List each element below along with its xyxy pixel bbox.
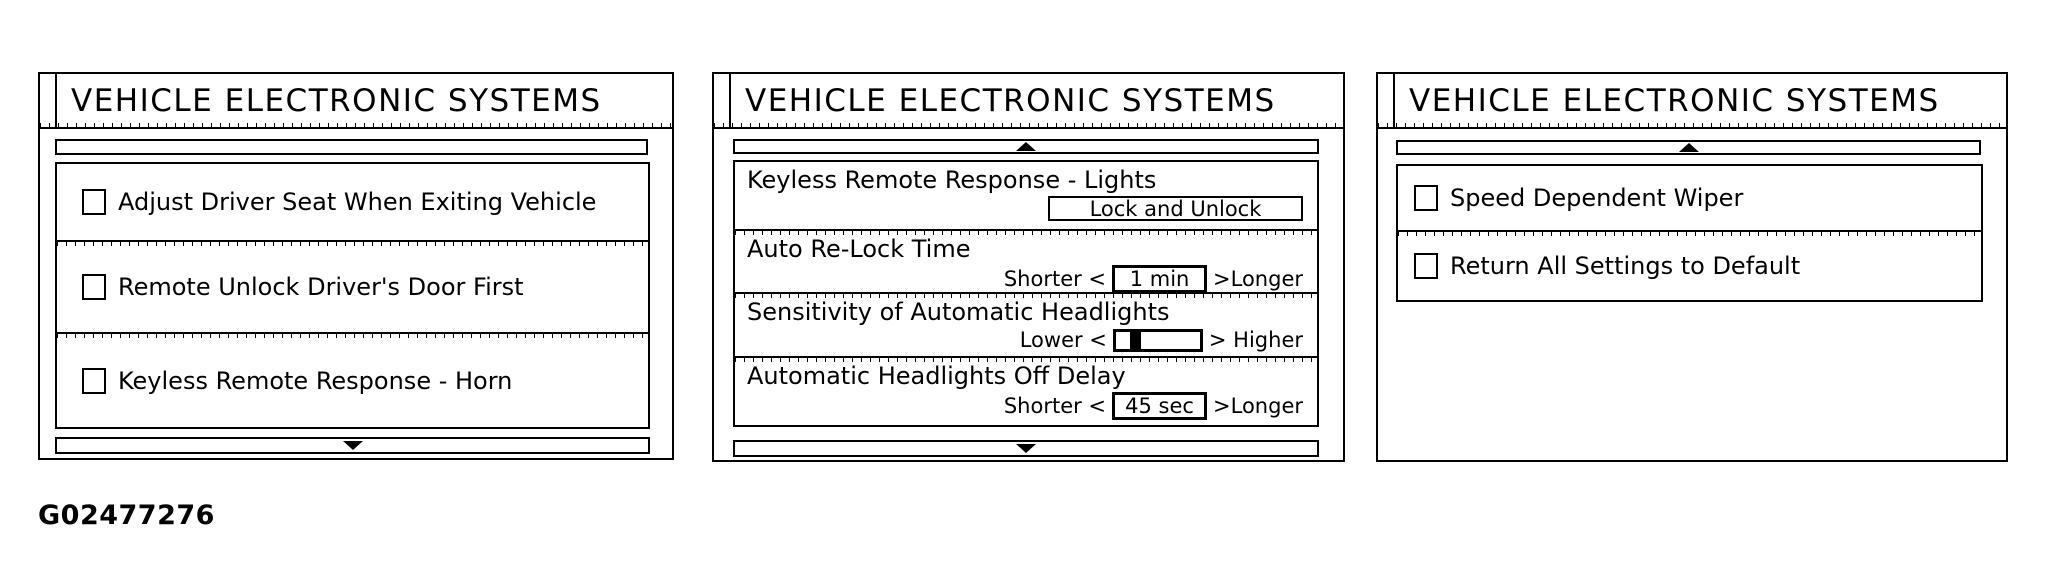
- checkbox[interactable]: [1414, 253, 1438, 279]
- panel-vehicle-electronic-systems-page2: VEHICLE ELECTRONIC SYSTEMS Keyless Remot…: [712, 72, 1345, 462]
- scroll-down-track[interactable]: [55, 437, 650, 454]
- longer-increase-label: >Longer: [1213, 394, 1303, 418]
- setting-label: Keyless Remote Response - Lights: [747, 166, 1157, 194]
- higher-increase-label: > Higher: [1208, 328, 1303, 352]
- setting-row-headlights-off-delay: Automatic Headlights Off Delay Shorter <…: [735, 356, 1317, 425]
- setting-row-remote-unlock-door[interactable]: Remote Unlock Driver's Door First: [57, 240, 648, 332]
- headlights-off-delay-value[interactable]: 45 sec: [1112, 392, 1208, 420]
- setting-row-auto-relock-time: Auto Re-Lock Time Shorter < 1 min >Longe…: [735, 229, 1317, 293]
- scroll-down-track[interactable]: [733, 440, 1319, 457]
- checkbox[interactable]: [82, 367, 106, 394]
- title-gutter: [714, 74, 731, 127]
- setting-label: Sensitivity of Automatic Headlights: [747, 298, 1170, 326]
- setting-row-adjust-driver-seat[interactable]: Adjust Driver Seat When Exiting Vehicle: [57, 164, 648, 240]
- title-gutter: [40, 74, 57, 127]
- shorter-decrease-label: Shorter <: [1003, 394, 1107, 418]
- longer-increase-label: >Longer: [1213, 267, 1303, 291]
- scroll-up-track[interactable]: [733, 139, 1319, 154]
- setting-row-keyless-horn[interactable]: Keyless Remote Response - Horn: [57, 332, 648, 427]
- settings-list: Speed Dependent Wiper Return All Setting…: [1396, 164, 1983, 302]
- setting-row-return-defaults[interactable]: Return All Settings to Default: [1398, 230, 1981, 300]
- setting-row-speed-dependent-wiper[interactable]: Speed Dependent Wiper: [1398, 166, 1981, 230]
- lock-and-unlock-button[interactable]: Lock and Unlock: [1048, 196, 1303, 221]
- panel-title: VEHICLE ELECTRONIC SYSTEMS: [71, 82, 602, 119]
- settings-list: Keyless Remote Response - Lights Lock an…: [733, 160, 1319, 427]
- panel-vehicle-electronic-systems-page1: VEHICLE ELECTRONIC SYSTEMS Adjust Driver…: [38, 72, 674, 460]
- setting-label: Speed Dependent Wiper: [1450, 184, 1744, 212]
- lower-decrease-label: Lower <: [1019, 328, 1107, 352]
- setting-label: Keyless Remote Response - Horn: [118, 366, 513, 395]
- figure-id-label: G02477276: [38, 500, 215, 531]
- title-bar: VEHICLE ELECTRONIC SYSTEMS: [714, 74, 1343, 129]
- setting-label: Return All Settings to Default: [1450, 252, 1801, 280]
- checkbox[interactable]: [82, 274, 106, 300]
- panel-title: VEHICLE ELECTRONIC SYSTEMS: [1409, 82, 1940, 119]
- scroll-up-track[interactable]: [1396, 140, 1981, 155]
- auto-relock-time-value[interactable]: 1 min: [1112, 265, 1208, 293]
- panel-vehicle-electronic-systems-page3: VEHICLE ELECTRONIC SYSTEMS Speed Depende…: [1376, 72, 2008, 462]
- settings-list: Adjust Driver Seat When Exiting Vehicle …: [55, 162, 650, 429]
- scroll-down-icon[interactable]: [1016, 444, 1036, 453]
- checkbox[interactable]: [1414, 185, 1438, 211]
- checkbox[interactable]: [82, 189, 106, 215]
- title-gutter: [1378, 74, 1395, 127]
- setting-row-keyless-lights: Keyless Remote Response - Lights Lock an…: [735, 162, 1317, 229]
- panel-title: VEHICLE ELECTRONIC SYSTEMS: [745, 82, 1276, 119]
- title-bar: VEHICLE ELECTRONIC SYSTEMS: [1378, 74, 2006, 129]
- scroll-up-icon[interactable]: [1678, 143, 1699, 152]
- slider-thumb[interactable]: [1130, 331, 1142, 349]
- setting-row-headlight-sensitivity: Sensitivity of Automatic Headlights Lowe…: [735, 292, 1317, 356]
- scroll-down-icon[interactable]: [342, 441, 363, 450]
- sensitivity-slider[interactable]: [1112, 328, 1203, 352]
- title-bar: VEHICLE ELECTRONIC SYSTEMS: [40, 74, 672, 129]
- setting-label: Remote Unlock Driver's Door First: [118, 273, 524, 301]
- scroll-up-track[interactable]: [55, 139, 648, 155]
- scroll-up-icon[interactable]: [1016, 142, 1036, 151]
- shorter-decrease-label: Shorter <: [1003, 267, 1107, 291]
- setting-label: Automatic Headlights Off Delay: [747, 362, 1126, 390]
- setting-label: Auto Re-Lock Time: [747, 235, 971, 263]
- setting-label: Adjust Driver Seat When Exiting Vehicle: [118, 188, 597, 216]
